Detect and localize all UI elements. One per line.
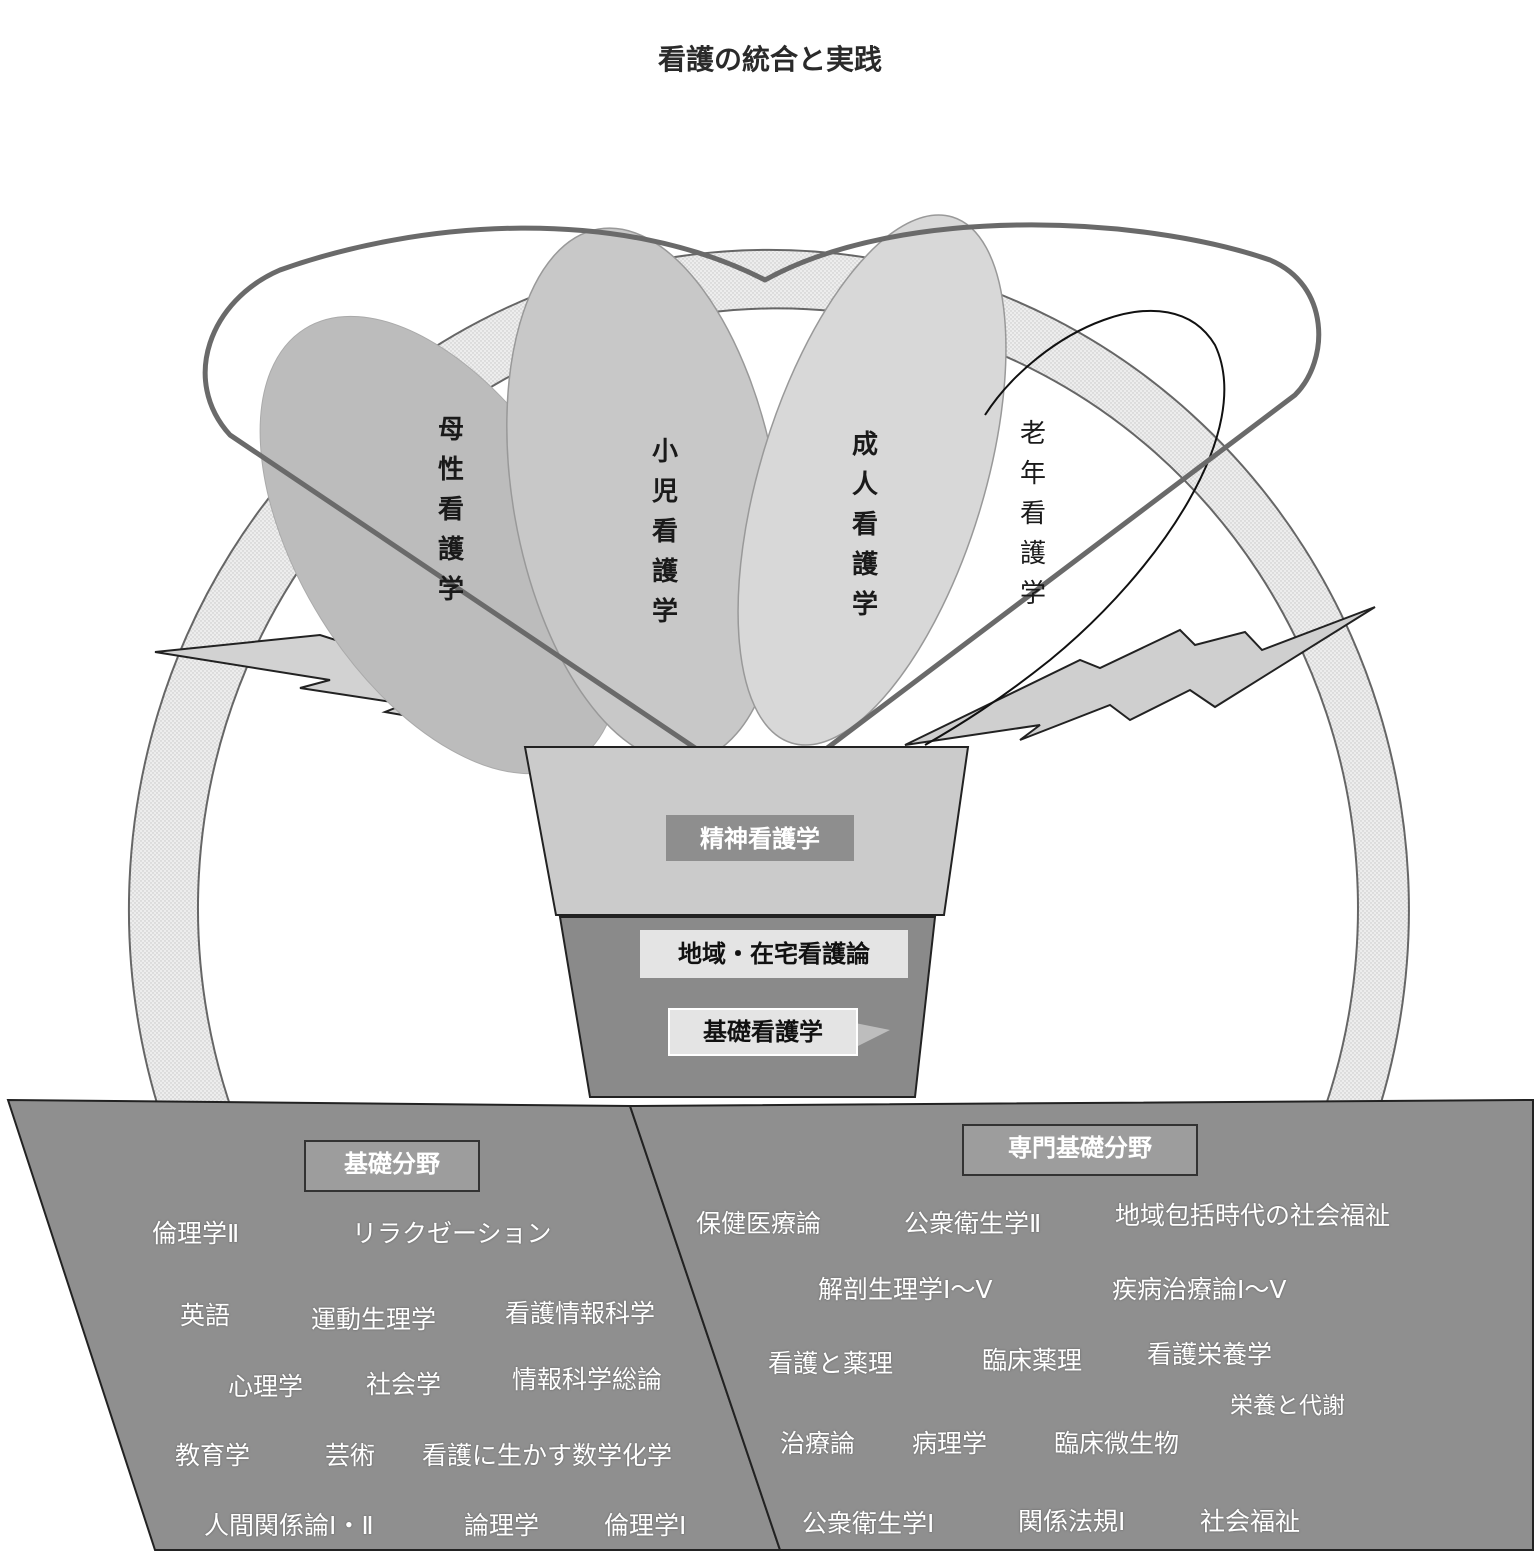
subject-item: 栄養と代謝 — [1230, 1393, 1345, 1419]
subject-item: 治療論 — [780, 1429, 856, 1458]
subject-item: 解剖生理学Ⅰ～Ⅴ — [818, 1275, 993, 1304]
subject-item: 臨床薬理 — [982, 1346, 1083, 1375]
subject-item: 倫理学Ⅱ — [152, 1219, 240, 1248]
subject-item: 心理学 — [228, 1372, 304, 1401]
basic-field-title: 基礎分野 — [304, 1140, 480, 1192]
subject-item: 臨床微生物 — [1054, 1429, 1180, 1458]
base-right — [628, 1098, 1534, 1551]
basic-nursing-label: 基礎看護学 — [668, 1008, 858, 1056]
psychiatric-nursing-label: 精神看護学 — [666, 815, 854, 861]
community-home-nursing-label: 地域・在宅看護論 — [640, 930, 908, 978]
integration-arch-label: 看護の統合と実践 — [657, 43, 882, 76]
subject-item: 看護栄養学 — [1147, 1340, 1273, 1369]
subject-item: 看護に生かす数学化学 — [422, 1441, 673, 1470]
subject-item: 公衆衛生学Ⅱ — [904, 1209, 1042, 1238]
petal-pediatric-label: 小 児 看 護 学 — [651, 437, 678, 627]
petal-adult — [737, 214, 1007, 746]
subject-item: 倫理学Ⅰ — [604, 1511, 687, 1540]
specialized-basic-field-title: 専門基礎分野 — [962, 1124, 1198, 1176]
petal-maternal-label: 母 性 看 護 学 — [437, 415, 464, 605]
subject-item: 英語 — [180, 1301, 231, 1330]
subject-item: 病理学 — [912, 1429, 988, 1458]
subject-item: 社会学 — [366, 1370, 442, 1399]
basic-nursing-tag-shadow — [850, 1022, 890, 1050]
subject-item: 看護情報科学 — [505, 1299, 656, 1328]
subject-item: 論理学 — [464, 1511, 540, 1540]
right-lightning-bolt — [904, 606, 1376, 746]
subject-item: 芸術 — [325, 1441, 376, 1470]
subject-item: 看護と薬理 — [768, 1349, 894, 1378]
subject-item: 疾病治療論Ⅰ～Ⅴ — [1112, 1275, 1287, 1304]
subject-item: 保健医療論 — [696, 1209, 822, 1238]
petal-elderly — [924, 309, 1226, 746]
subject-item: 教育学 — [175, 1441, 251, 1470]
subject-item: 情報科学総論 — [512, 1365, 663, 1394]
subject-item: 運動生理学 — [311, 1305, 437, 1334]
subject-item: 社会福祉 — [1200, 1507, 1301, 1536]
subject-item: 地域包括時代の社会福祉 — [1115, 1201, 1391, 1230]
subject-item: 公衆衛生学Ⅰ — [802, 1509, 935, 1538]
subject-item: 関係法規Ⅰ — [1018, 1507, 1126, 1536]
petal-adult-label: 成 人 看 護 学 — [851, 430, 878, 620]
subject-item: 人間関係論Ⅰ・Ⅱ — [204, 1511, 374, 1540]
subject-item: リラクゼーション — [352, 1219, 552, 1248]
petal-elderly-label: 老 年 看 護 学 — [1019, 419, 1046, 609]
heart-outline — [202, 222, 1322, 798]
